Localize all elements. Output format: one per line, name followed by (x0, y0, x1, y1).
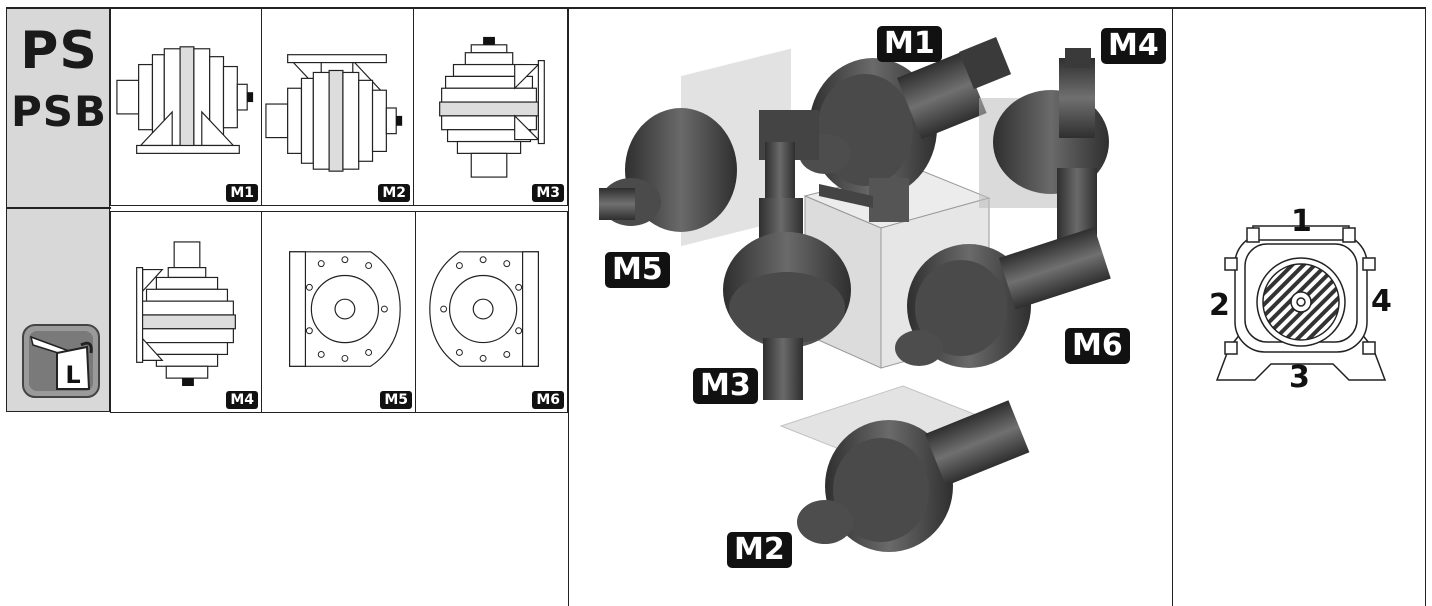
view-label-m3: M3 (532, 184, 564, 202)
gearbox-m1-drawing (116, 46, 254, 154)
flange-m5-drawing (289, 251, 401, 367)
view-label-m5: M5 (380, 391, 412, 409)
view-label-m6: M6 (532, 391, 564, 409)
view-cell-m1: M1 (110, 8, 262, 206)
side-number-3: 3 (1289, 360, 1310, 395)
view-cell-m5: M5 (261, 211, 416, 413)
gearbox-m2-drawing (265, 54, 403, 172)
side-number-4: 4 (1371, 284, 1392, 319)
model-title-psb: PSB (10, 87, 108, 136)
end-view-panel: 1 2 3 4 (1172, 8, 1426, 606)
view-cell-m2: M2 (261, 8, 414, 206)
model-header: PS PSB L (6, 8, 111, 412)
mounting-positions-drawing (599, 37, 1111, 552)
gearbox-m4-3d (979, 48, 1109, 248)
view-cell-m6: M6 (415, 211, 568, 413)
frame-top-line (6, 7, 1426, 9)
view-cell-m4: M4 (110, 211, 262, 413)
position-label-m3: M3 (693, 368, 758, 404)
position-label-m6: M6 (1065, 328, 1130, 364)
position-label-m5: M5 (605, 252, 670, 288)
gearbox-m1-3d (799, 37, 1012, 222)
gearbox-m5-3d (599, 48, 819, 247)
gearbox-m2-3d (779, 385, 1030, 552)
lubrication-letter: L (65, 361, 80, 389)
view-label-m2: M2 (378, 184, 410, 202)
position-label-m2: M2 (727, 532, 792, 568)
position-label-m4: M4 (1101, 28, 1166, 64)
flange-m6-drawing (429, 251, 539, 367)
gearbox-m3-drawing (439, 36, 545, 178)
side-number-1: 1 (1291, 204, 1312, 239)
side-number-2: 2 (1209, 288, 1230, 323)
end-view-drawing (1215, 225, 1387, 381)
mounting-positions-panel: M1 M4 M5 M6 M3 M2 (568, 8, 1172, 606)
gearbox-m3-3d (723, 142, 851, 400)
oil-can-icon: L (22, 324, 100, 398)
model-title-ps: PS (20, 21, 98, 81)
gearbox-m4-drawing (136, 241, 236, 387)
view-label-m4: M4 (226, 391, 258, 409)
view-label-m1: M1 (226, 184, 258, 202)
header-divider (7, 207, 111, 209)
gearbox-m6-3d (895, 227, 1111, 368)
position-label-m1: M1 (877, 26, 942, 62)
view-cell-m3: M3 (413, 8, 568, 206)
